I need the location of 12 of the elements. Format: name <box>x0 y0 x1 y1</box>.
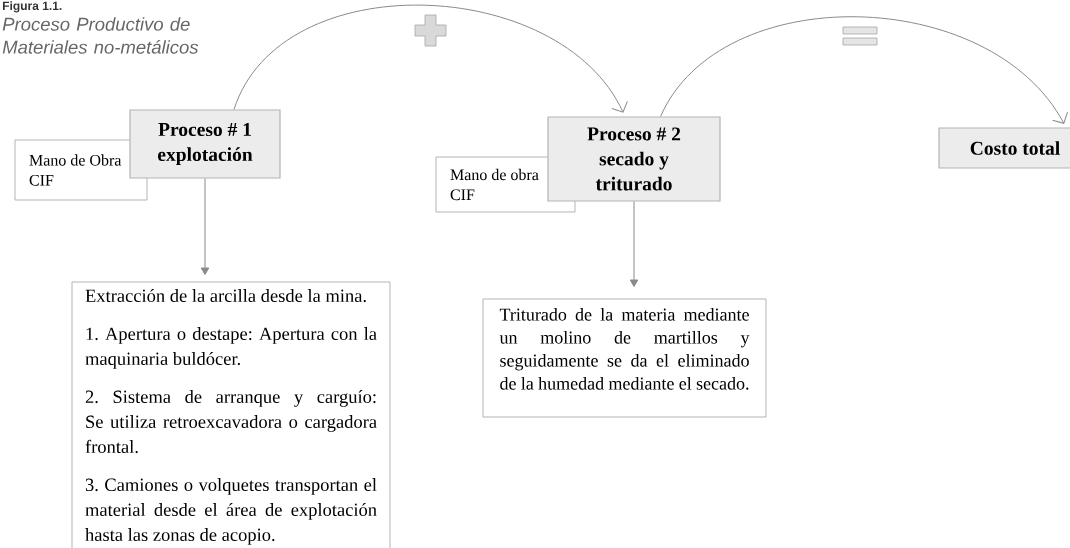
figure-caption: Proceso Productivo de Materiales no-metálicos <box>2 17 199 54</box>
cost-box: Mano de Obra CIF <box>14 139 148 201</box>
figure-title: Figura 1.1. <box>3 1 62 13</box>
process-box: Costo total <box>938 127 1070 169</box>
arrow <box>629 201 639 287</box>
arrow <box>200 178 210 275</box>
arrow <box>660 16 1069 124</box>
process-box: Proceso # 2 secado y triturado <box>547 116 721 202</box>
description-box: Extracción de la arcilla desde la mina. 1. Apertura o destape: Apertura con la maquinaria buldócer. 2. Sistema de arranque y carguío: Se utiliza retroexcavadora o cargadora frontal. 3. Camiones o volquetes transportan el material desde el área de explotación hasta las zonas de acopio. <box>71 281 391 548</box>
description-box: Triturado de la materia mediante un molino de martillos y seguidamente se da el eliminado de la humedad mediante el secado. <box>482 298 767 418</box>
arrow <box>233 4 628 113</box>
process-box: Proceso # 1 explotación <box>129 109 281 179</box>
